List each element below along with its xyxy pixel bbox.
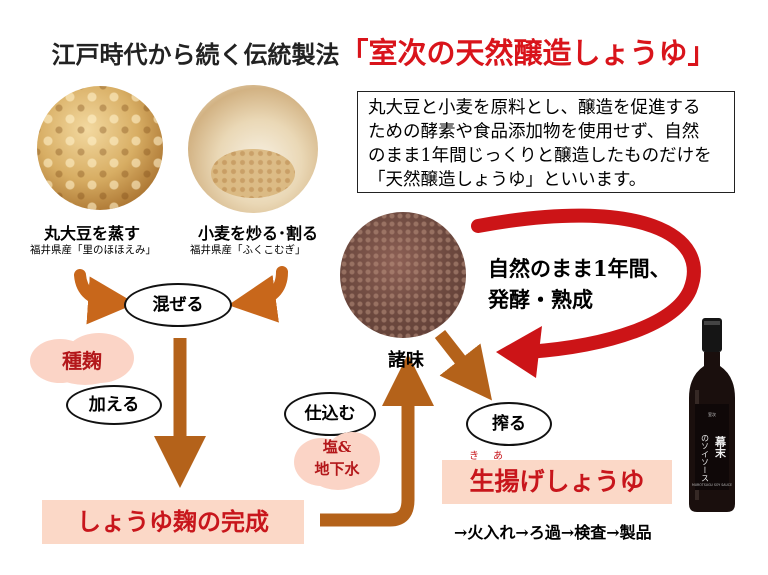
wheat-label: 小麦を炒る･割る	[198, 224, 319, 243]
soybean-photo	[37, 86, 163, 210]
svg-text:幕末: 幕末	[714, 435, 728, 459]
press-step: 搾る	[466, 402, 552, 446]
fermentation-line-2: 発酵・熟成	[488, 287, 593, 312]
svg-text:室次: 室次	[708, 411, 716, 417]
description-line: のまま1年間じっくりと醸造したものだけを	[368, 146, 712, 166]
moromi-photo	[340, 212, 466, 338]
furigana: きあ	[469, 451, 517, 462]
description-line: 「天然醸造しょうゆ」といいます。	[368, 170, 647, 190]
mix-step: 混ぜる	[124, 283, 232, 327]
arrow-koji-to-moromi	[320, 354, 434, 527]
wheat-photo	[188, 85, 318, 213]
salt-water-cloud: 塩& 地下水	[294, 432, 380, 490]
prepare-label: 仕込む	[304, 404, 356, 424]
description-box: 丸大豆と小麦を原料とし、醸造を促進する ための酵素や食品添加物を使用せず、自然 …	[357, 91, 735, 193]
arrow-fermentation-loop	[471, 208, 701, 359]
arrow-moromi-to-press	[434, 329, 493, 401]
prepare-step: 仕込む	[284, 392, 376, 436]
koji-complete-banner: しょうゆ麹の完成	[42, 500, 304, 544]
fermentation-text: 自然のまま1年間、 発酵・熟成	[488, 253, 671, 315]
page-title: 江戸時代から続く伝統製法「室次の天然醸造しょうゆ」	[0, 30, 768, 72]
press-label: 搾る	[492, 414, 526, 434]
description-line: ための酵素や食品添加物を使用せず、自然	[368, 122, 700, 142]
add-step: 加える	[66, 385, 162, 425]
svg-text:MUROTSUGU SOY SAUCE: MUROTSUGU SOY SAUCE	[692, 483, 732, 487]
fermentation-line-1: 自然のまま1年間、	[488, 256, 671, 281]
salt-water-label: 塩& 地下水	[314, 438, 360, 478]
final-process-text: →火入れ→ろ過→検査→製品	[454, 523, 652, 542]
mix-label: 混ぜる	[152, 295, 204, 315]
soybean-label: 丸大豆を蒸す	[44, 224, 141, 243]
koji-cloud: 種麹	[30, 333, 134, 385]
soy-sauce-bottle-image: 室次 幕末 のソイソース MUROTSUGU SOY SAUCE	[689, 318, 735, 512]
moromi-label: 諸味	[388, 350, 424, 371]
koji-label: 種麹	[62, 349, 102, 373]
arrow-soy-to-mix	[74, 269, 136, 325]
title-main: 「室次の天然醸造しょうゆ」	[339, 36, 717, 70]
arrow-wheat-to-mix	[228, 266, 288, 323]
wheat-origin: 福井県産「ふくこむぎ」	[190, 244, 306, 256]
description-line: 丸大豆と小麦を原料とし、醸造を促進する	[368, 98, 701, 118]
arrow-fermentation-head	[496, 326, 542, 378]
raw-soy-sauce-banner: 生揚げしょうゆ	[442, 460, 672, 504]
title-prefix: 江戸時代から続く伝統製法	[51, 41, 340, 69]
soybean-origin: 福井県産「里のほほえみ」	[30, 244, 156, 256]
svg-text:のソイソース: のソイソース	[701, 434, 710, 482]
add-label: 加える	[88, 395, 140, 415]
